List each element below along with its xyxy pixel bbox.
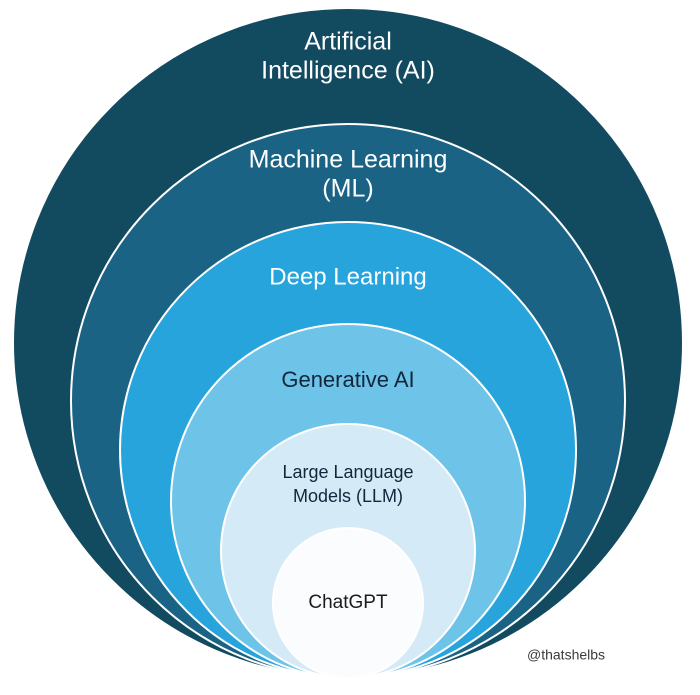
label-llm-line1: Large Language: [282, 462, 413, 482]
watermark-handle: @thatshelbs: [527, 647, 605, 663]
label-llm-line2: Models (LLM): [293, 486, 403, 506]
label-machine-learning-line1: Machine Learning: [249, 146, 448, 174]
label-machine-learning-line2: (ML): [322, 175, 373, 203]
label-generative-ai: Generative AI: [281, 367, 414, 392]
label-artificial-intelligence-line2: Intelligence (AI): [261, 57, 435, 85]
label-chatgpt: ChatGPT: [308, 592, 388, 613]
circle-chatgpt[interactable]: [272, 527, 424, 679]
label-artificial-intelligence-line1: Artificial: [304, 28, 392, 56]
label-deep-learning: Deep Learning: [269, 263, 426, 290]
